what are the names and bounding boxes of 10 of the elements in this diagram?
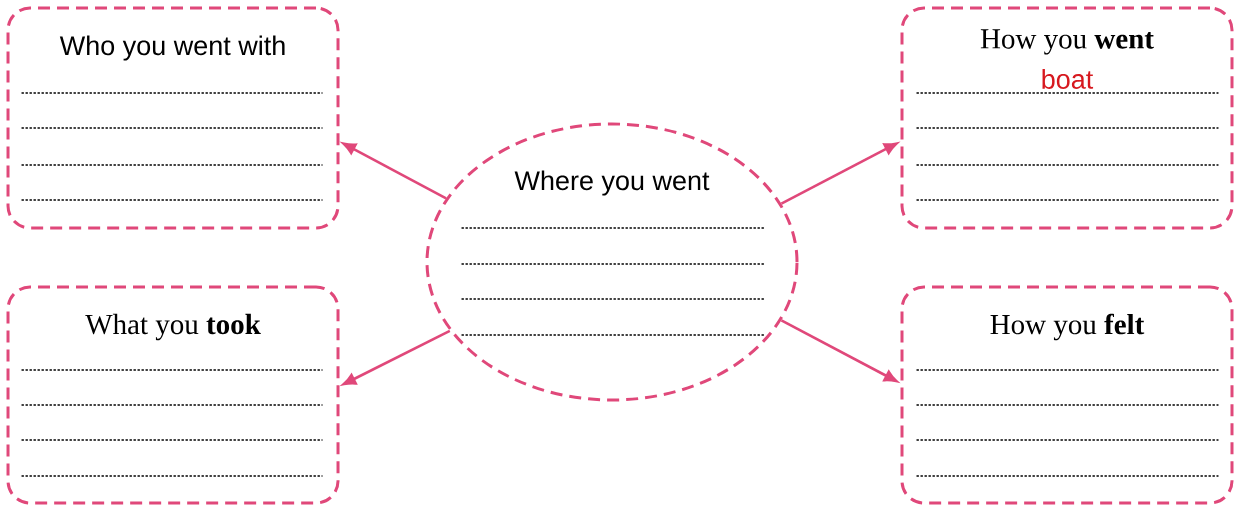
arrow bbox=[780, 319, 898, 383]
heading: How you felt bbox=[990, 313, 1145, 341]
heading: How you went bbox=[980, 29, 1154, 55]
answer-text: boat bbox=[1042, 69, 1094, 89]
heading: Where you went bbox=[514, 170, 710, 196]
arrow bbox=[342, 142, 447, 200]
arrow bbox=[342, 329, 451, 386]
heading: What you took bbox=[85, 313, 261, 341]
arrow bbox=[780, 142, 898, 205]
heading: Who you went with bbox=[59, 35, 285, 61]
